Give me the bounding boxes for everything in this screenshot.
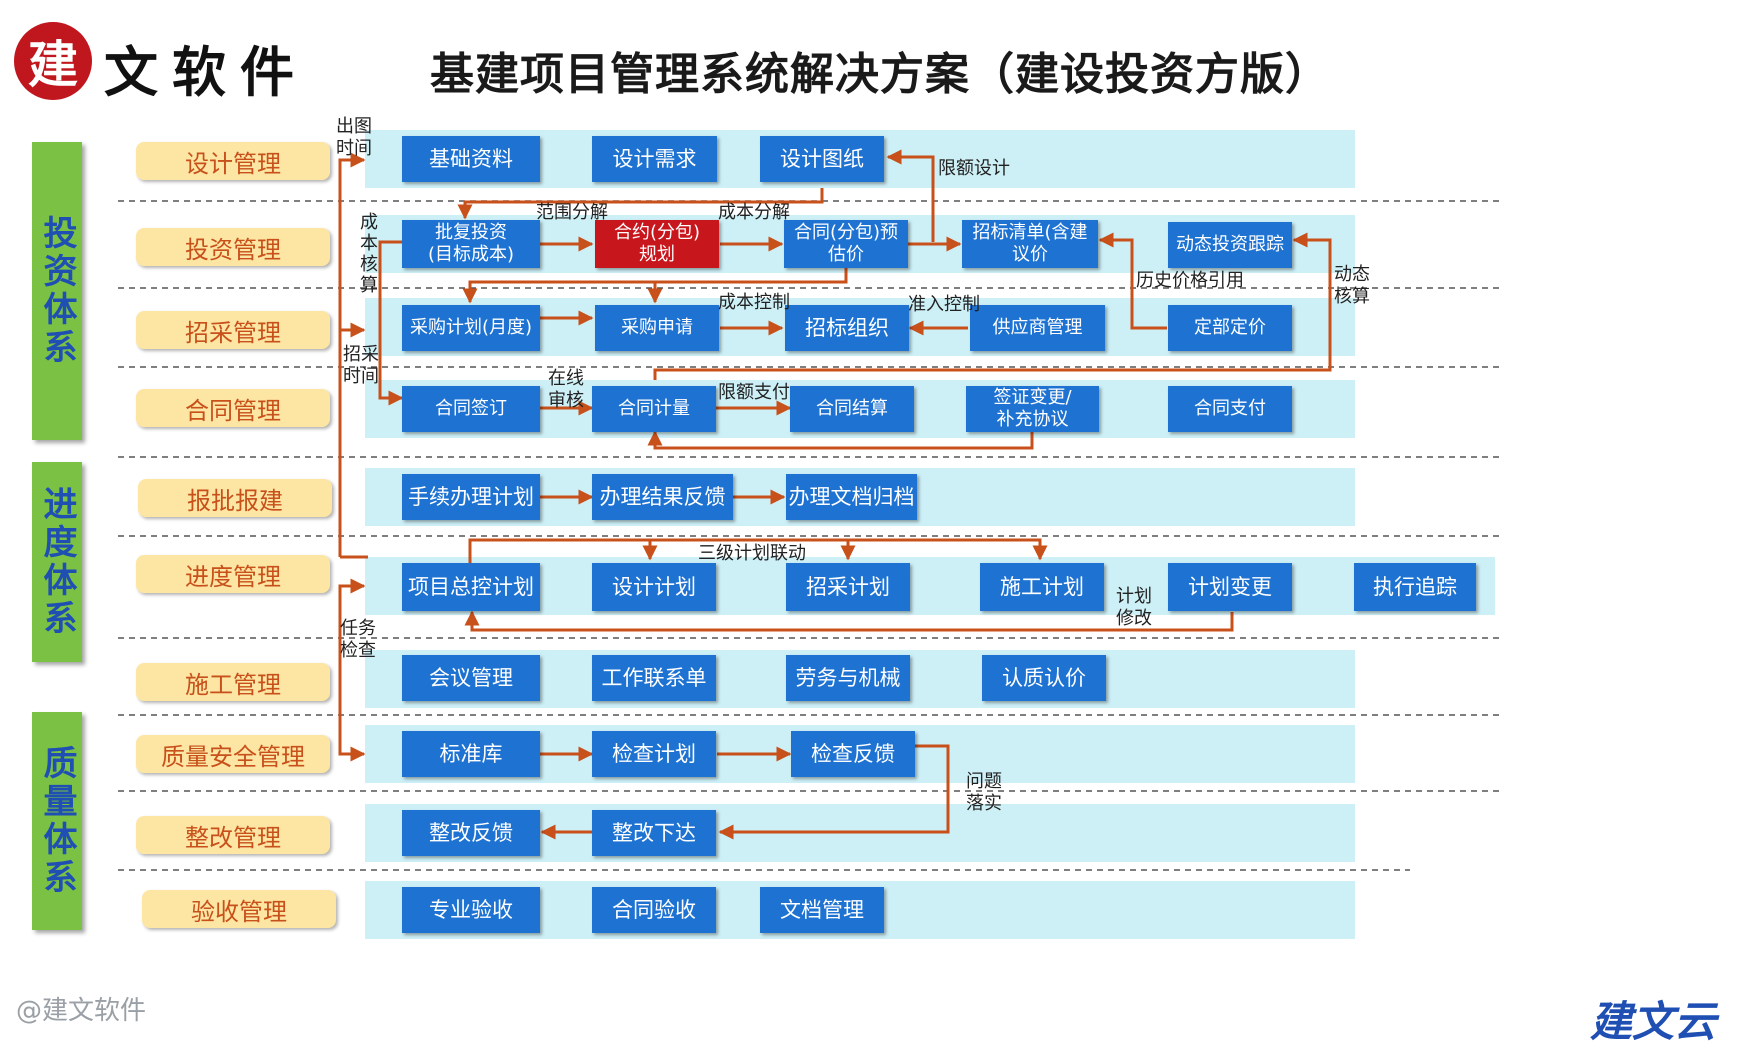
module-investment[interactable]: 投资管理 [136, 228, 330, 266]
box-procurement-apply[interactable]: 采购申请 [595, 305, 719, 351]
label-scope-split: 范围分解 [536, 202, 608, 223]
module-procurement[interactable]: 招采管理 [136, 311, 330, 349]
box-contract-plan[interactable]: 合约(分包) 规划 [595, 220, 719, 268]
box-design-plan[interactable]: 设计计划 [592, 563, 716, 611]
watermark: @建文软件 [16, 996, 147, 1026]
module-construction[interactable]: 施工管理 [136, 663, 330, 701]
box-doc-archive[interactable]: 办理文档归档 [786, 474, 917, 520]
box-contract-change[interactable]: 签证变更/ 补充协议 [966, 386, 1099, 432]
label-procurement-time: 招采 时间 [343, 344, 379, 387]
box-procurement-plan[interactable]: 采购计划(月度) [402, 305, 540, 351]
label-plan-modify: 计划 修改 [1116, 586, 1152, 629]
module-design[interactable]: 设计管理 [136, 142, 330, 180]
box-quality-price[interactable]: 认质认价 [982, 655, 1106, 701]
module-report[interactable]: 报批报建 [138, 479, 332, 517]
box-construction-plan[interactable]: 施工计划 [980, 563, 1104, 611]
system-investment-label: 投资体系 [37, 215, 77, 367]
box-contract-estimate[interactable]: 合同(分包)预 估价 [784, 220, 908, 268]
box-quota-price[interactable]: 定部定价 [1168, 305, 1292, 351]
system-quality: 质量体系 [32, 712, 82, 930]
module-acceptance[interactable]: 验收管理 [142, 890, 336, 928]
label-dynamic-accounting: 动态 核算 [1334, 264, 1370, 307]
box-rectify-issue[interactable]: 整改下达 [592, 810, 716, 856]
label-history-price: 历史价格引用 [1136, 270, 1244, 291]
label-cost-control: 成本控制 [718, 292, 790, 313]
box-contract-acceptance[interactable]: 合同验收 [592, 887, 716, 933]
box-result-feedback[interactable]: 办理结果反馈 [592, 474, 733, 520]
box-supplier[interactable]: 供应商管理 [970, 305, 1105, 351]
label-limit-design: 限额设计 [938, 158, 1010, 179]
box-design-drawing[interactable]: 设计图纸 [760, 136, 884, 182]
box-procurement-schedule[interactable]: 招采计划 [786, 563, 910, 611]
module-schedule[interactable]: 进度管理 [136, 555, 330, 593]
box-master-plan[interactable]: 项目总控计划 [402, 563, 540, 611]
box-contract-settle[interactable]: 合同结算 [790, 386, 914, 432]
box-contract-measure[interactable]: 合同计量 [592, 386, 716, 432]
label-drawing-time: 出图 时间 [336, 116, 372, 159]
label-online-review: 在线 审核 [548, 368, 584, 411]
label-cost-split: 成本分解 [718, 202, 790, 223]
band-schedule [365, 557, 1495, 615]
label-cost-accounting: 成 本 核 算 [360, 212, 378, 296]
box-rectify-feedback[interactable]: 整改反馈 [402, 810, 540, 856]
box-design-demand[interactable]: 设计需求 [592, 136, 717, 182]
box-contract-pay[interactable]: 合同支付 [1168, 386, 1292, 432]
module-contract[interactable]: 合同管理 [136, 389, 330, 427]
label-issue-implement: 问题 落实 [966, 771, 1002, 814]
label-access-control: 准入控制 [908, 294, 980, 315]
label-limit-payment: 限额支付 [718, 382, 790, 403]
box-plan-change[interactable]: 计划变更 [1168, 563, 1292, 611]
box-procedure-plan[interactable]: 手续办理计划 [402, 474, 540, 520]
module-quality-safety[interactable]: 质量安全管理 [136, 735, 330, 773]
system-quality-label: 质量体系 [37, 745, 77, 897]
box-professional-acceptance[interactable]: 专业验收 [402, 887, 540, 933]
box-execution-tracking[interactable]: 执行追踪 [1354, 563, 1476, 611]
label-three-level-linkage: 三级计划联动 [698, 543, 806, 564]
page-title: 基建项目管理系统解决方案（建设投资方版） [430, 49, 1330, 100]
system-schedule-label: 进度体系 [37, 486, 77, 638]
box-labor-machinery[interactable]: 劳务与机械 [786, 655, 910, 701]
box-bid-organize[interactable]: 招标组织 [785, 305, 909, 351]
brand-logo: 建文云 [1590, 997, 1717, 1046]
box-standard-library[interactable]: 标准库 [402, 731, 540, 777]
box-meeting[interactable]: 会议管理 [402, 655, 540, 701]
box-approved-investment[interactable]: 批复投资 (目标成本) [402, 220, 540, 268]
box-check-plan[interactable]: 检查计划 [592, 731, 716, 777]
module-rectify[interactable]: 整改管理 [136, 816, 330, 854]
box-dynamic-tracking[interactable]: 动态投资跟踪 [1168, 222, 1292, 268]
box-check-feedback[interactable]: 检查反馈 [791, 731, 915, 777]
label-task-check: 任务 检查 [340, 618, 376, 661]
system-schedule: 进度体系 [32, 462, 82, 662]
logo-text: 文软件 [104, 40, 308, 104]
logo-seal: 建 [14, 22, 92, 100]
box-doc-management[interactable]: 文档管理 [760, 887, 884, 933]
box-basic-data[interactable]: 基础资料 [402, 136, 540, 182]
box-bid-list[interactable]: 招标清单(含建 议价 [962, 220, 1098, 268]
box-work-contact[interactable]: 工作联系单 [592, 655, 716, 701]
system-investment: 投资体系 [32, 142, 82, 440]
box-contract-sign[interactable]: 合同签订 [402, 386, 540, 432]
